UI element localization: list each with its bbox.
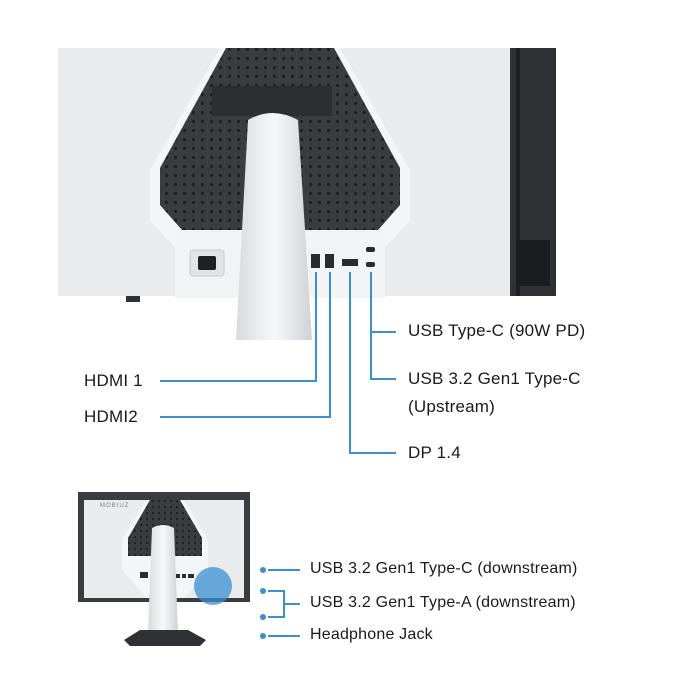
hdmi1-leader-v bbox=[315, 272, 317, 382]
dp-leader-h bbox=[349, 452, 396, 454]
usba-bracket-top bbox=[268, 590, 284, 592]
hdmi1-leader-h bbox=[160, 380, 317, 382]
dp-leader-v bbox=[349, 272, 351, 454]
usba-down-dot-2 bbox=[260, 614, 266, 620]
usbc-pd-leader-h bbox=[370, 331, 396, 333]
headphone-line bbox=[268, 635, 300, 637]
hdmi2-port bbox=[325, 254, 334, 268]
usbc-up-label-line1: USB 3.2 Gen1 Type-C bbox=[408, 369, 581, 388]
headphone-label: Headphone Jack bbox=[310, 626, 433, 643]
hdmi2-leader-h bbox=[160, 416, 331, 418]
port-highlight bbox=[194, 567, 232, 605]
usbc-up-leader-v bbox=[370, 272, 372, 380]
usbc-down-line bbox=[268, 569, 300, 571]
usba-down-dot-1 bbox=[260, 588, 266, 594]
usbc-pd-label: USB Type-C (90W PD) bbox=[408, 321, 586, 340]
brand-label: MOBIUZ bbox=[100, 503, 130, 509]
usbc-down-label: USB 3.2 Gen1 Type-C (downstream) bbox=[310, 560, 578, 577]
usbc-up-port bbox=[366, 262, 375, 267]
usba-bracket-out bbox=[283, 603, 300, 605]
hdmi2-leader-v bbox=[329, 272, 331, 418]
hdmi1-label: HDMI 1 bbox=[84, 371, 143, 390]
usba-bracket-bottom bbox=[268, 616, 284, 618]
headphone-dot bbox=[260, 633, 266, 639]
usbc-up-leader-h bbox=[370, 378, 396, 380]
usbc-down-dot bbox=[260, 567, 266, 573]
hdmi1-port bbox=[311, 254, 320, 268]
usba-down-label: USB 3.2 Gen1 Type-A (downstream) bbox=[310, 594, 576, 611]
usbc-up-label-line2: (Upstream) bbox=[408, 397, 496, 416]
monitor-stand bbox=[236, 113, 312, 340]
dp-port bbox=[342, 259, 358, 266]
hdmi2-label: HDMI2 bbox=[84, 407, 138, 426]
usbc-pd-port bbox=[366, 247, 375, 252]
dp-label: DP 1.4 bbox=[408, 443, 461, 462]
